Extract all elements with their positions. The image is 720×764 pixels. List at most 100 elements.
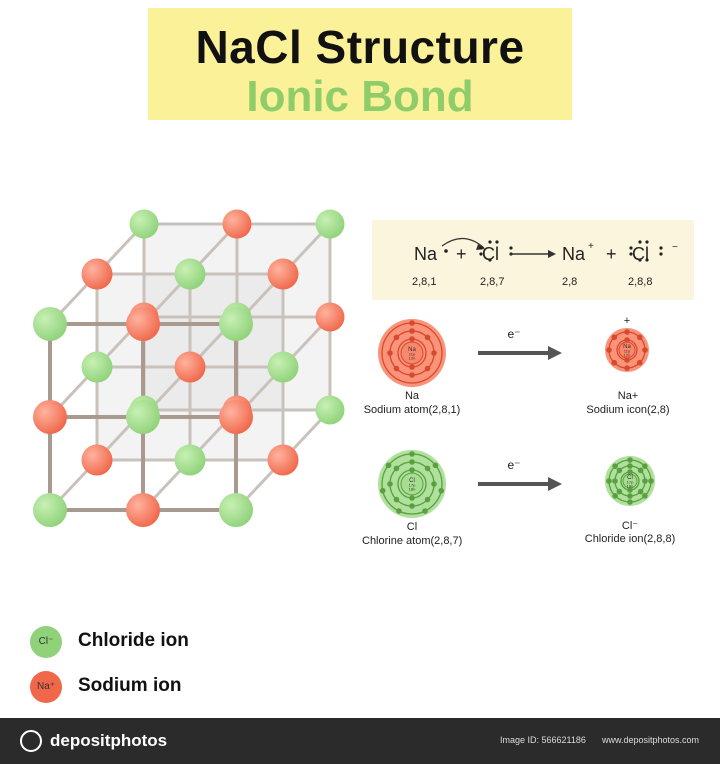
nacl-lattice: [33, 209, 345, 527]
legend-symbol: Cl⁻: [38, 636, 54, 647]
plus-charge-icon: +: [624, 315, 630, 327]
electron: [627, 469, 633, 475]
electron: [624, 329, 630, 335]
legend-label: Chloride ion: [78, 630, 189, 651]
electron: [637, 467, 644, 474]
electron: [612, 478, 618, 484]
legend-symbol: Na⁺: [36, 681, 56, 692]
electron: [612, 463, 618, 469]
legend-label: Sodium ion: [78, 675, 182, 696]
eq-cl: Cl: [482, 244, 499, 264]
electron-dot: [638, 240, 642, 244]
electron: [624, 365, 630, 371]
cl-electron-dots: [479, 240, 513, 262]
electron-dot: [488, 258, 492, 262]
nucleus: [622, 473, 638, 489]
nucleus-label: Cl: [627, 475, 633, 481]
electron: [627, 499, 633, 505]
footer-bar: depositphotos Image ID: 566621186 www.de…: [0, 718, 720, 764]
electron: [637, 488, 644, 495]
nucleus-label: Na: [408, 347, 416, 353]
electron: [409, 364, 415, 370]
eq-na-ion: Na: [562, 244, 586, 264]
electron-dot: [479, 246, 483, 250]
sodium-ion: [81, 258, 113, 290]
electron: [409, 459, 415, 465]
electron-label-na: e⁻: [507, 327, 520, 341]
config-cl: 2,8,7: [480, 276, 505, 288]
config-cl-ion: 2,8,8: [628, 276, 653, 288]
chloride-ion: [219, 307, 253, 341]
electron-label-cl: e⁻: [507, 458, 520, 472]
arrowhead-icon: [548, 346, 562, 360]
electron: [616, 467, 623, 474]
nucleus-label: 11p: [624, 349, 631, 354]
nucleus-label: 12n: [624, 353, 631, 358]
electron: [409, 372, 415, 378]
electron: [612, 493, 618, 499]
electron-dot: [629, 252, 633, 256]
sodium-ion: [33, 400, 67, 434]
electron: [409, 328, 415, 334]
electron-dot: [629, 246, 633, 250]
electron: [424, 365, 431, 372]
electron-dot: [638, 258, 642, 262]
depositphotos-logo-icon: [20, 730, 42, 752]
cl-atom-label: Chlorine atom(2,8,7): [362, 535, 463, 547]
chloride-ion: [267, 351, 299, 383]
eq-cl-ion: Cl: [632, 244, 649, 264]
electron: [396, 508, 402, 514]
nucleus-label: 18n: [627, 484, 634, 489]
electron: [379, 487, 386, 494]
na-ion-label: Sodium icon(2,8): [586, 404, 670, 416]
chloride-ion: [33, 307, 67, 341]
electron-dot: [488, 240, 492, 244]
cl-ion-symbol: Cl⁻: [621, 520, 639, 532]
electron: [387, 350, 393, 356]
brand-name: depositphotos: [50, 731, 168, 750]
config-na: 2,8,1: [412, 276, 437, 288]
electron-dot: [495, 240, 499, 244]
cl-atom-symbol: Cl: [406, 521, 418, 533]
electron: [624, 337, 630, 343]
eq-plus-2: +: [606, 244, 617, 264]
chloride-ion: [315, 395, 345, 425]
nucleus: [400, 472, 424, 496]
electron-dot: [659, 252, 663, 256]
sodium-ion: [267, 258, 299, 290]
electron: [385, 462, 392, 469]
electron: [409, 495, 415, 501]
nucleus: [618, 341, 636, 359]
electron: [409, 336, 415, 342]
image-id: Image ID: 566621186: [500, 735, 586, 745]
electron: [393, 465, 400, 472]
chloride-ion: [129, 209, 159, 239]
electron: [624, 357, 630, 363]
sodium-ion: [219, 400, 253, 434]
electron: [409, 320, 415, 326]
electron: [393, 496, 400, 503]
sodium-ion: [174, 351, 206, 383]
electron: [387, 481, 393, 487]
electron-dot: [659, 246, 663, 250]
electron: [424, 334, 431, 341]
electron: [438, 487, 445, 494]
page-subtitle: Ionic Bond: [246, 72, 474, 121]
sodium-ion: [267, 444, 299, 476]
electron: [393, 334, 400, 341]
electron: [642, 463, 648, 469]
electron: [409, 467, 415, 473]
chloride-ion: [315, 209, 345, 239]
electron: [627, 463, 633, 469]
sodium-ion: [126, 493, 160, 527]
config-na-ion: 2,8: [562, 276, 578, 288]
nucleus-label: Cl: [409, 478, 415, 484]
electron: [409, 503, 415, 509]
electron: [642, 347, 648, 353]
electron: [432, 462, 439, 469]
